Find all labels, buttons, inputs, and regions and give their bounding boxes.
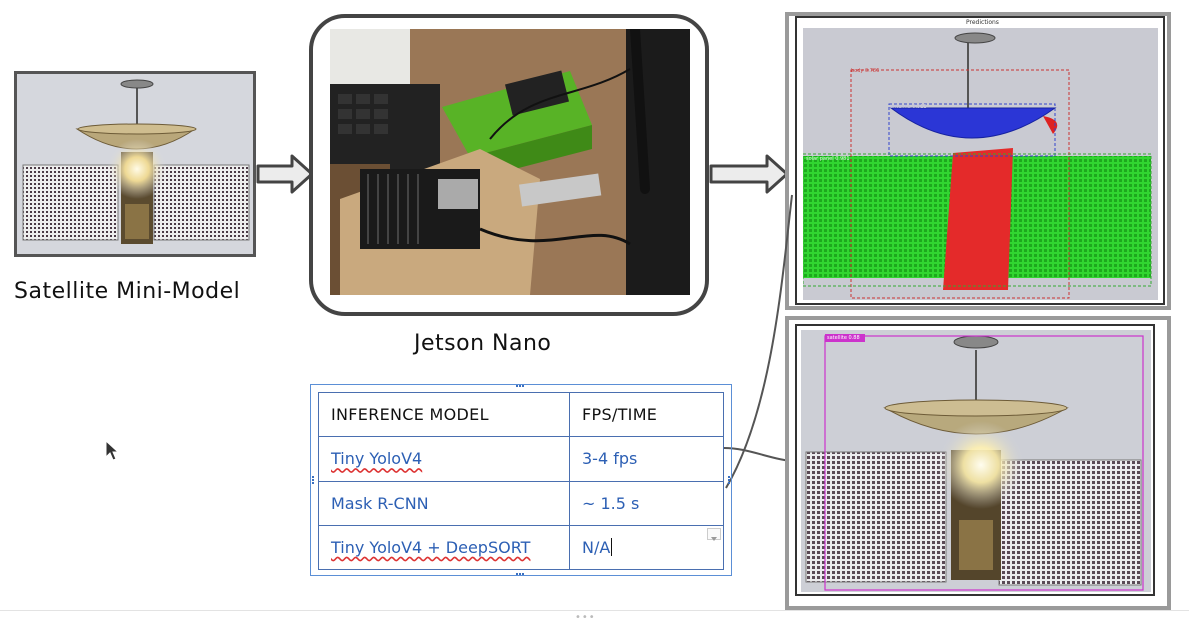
mask-label-body: body 0.786 xyxy=(851,68,880,74)
satellite-photo xyxy=(14,71,256,257)
arrow-right-icon xyxy=(709,154,789,194)
jetson-caption: Jetson Nano xyxy=(414,331,552,356)
page-divider xyxy=(0,610,1189,611)
text-caret xyxy=(611,537,613,556)
dropdown-icon xyxy=(711,537,717,541)
table-cell-model[interactable]: Tiny YoloV4 xyxy=(318,436,570,482)
table-cell-value[interactable]: N/A xyxy=(569,524,724,571)
model-text: Tiny YoloV4 xyxy=(331,449,423,469)
model-text: Tiny YoloV4 + DeepSORT xyxy=(331,537,531,557)
table-row: Mask R-CNN ~ 1.5 s xyxy=(318,480,724,526)
mask-rcnn-image xyxy=(803,28,1158,300)
jetson-photo xyxy=(330,29,690,295)
tracking-image xyxy=(801,330,1151,592)
mask-label-antenna: antenna 0.922 xyxy=(890,104,927,110)
table-cell-model[interactable]: Mask R-CNN xyxy=(318,480,570,526)
arrow-right-icon xyxy=(256,154,314,194)
table-header-row: INFERENCE MODEL FPS/TIME xyxy=(318,391,724,438)
resize-handle-bottom[interactable] xyxy=(516,573,524,578)
table-selection-frame[interactable] xyxy=(310,384,732,576)
header-fps-time[interactable]: FPS/TIME xyxy=(569,391,724,438)
satellite-caption: Satellite Mini-Model xyxy=(14,279,241,304)
resize-handle-top[interactable] xyxy=(516,385,524,390)
predictions-title: Predictions xyxy=(966,19,999,26)
table-row: Tiny YoloV4 + DeepSORT N/A xyxy=(318,524,724,571)
table-cell-model[interactable]: Tiny YoloV4 + DeepSORT xyxy=(318,524,570,571)
table-cell-value[interactable]: 3-4 fps xyxy=(569,436,724,482)
resize-handle-right[interactable] xyxy=(728,476,733,484)
mouse-pointer-icon xyxy=(105,440,119,461)
inference-table[interactable]: INFERENCE MODEL FPS/TIME Tiny YoloV4 3-4… xyxy=(318,391,724,571)
table-row: Tiny YoloV4 3-4 fps xyxy=(318,436,724,482)
cell-dropdown-button[interactable] xyxy=(707,528,721,541)
mask-label-solar: solar panel 0.981 xyxy=(806,156,850,162)
value-text: N/A xyxy=(582,537,611,557)
tracking-label: satellite 0.88 xyxy=(827,335,860,341)
table-cell-value[interactable]: ~ 1.5 s xyxy=(569,480,724,526)
resize-handle-left[interactable] xyxy=(312,476,317,484)
drag-handle-icon[interactable]: ••• xyxy=(575,612,596,623)
header-inference-model[interactable]: INFERENCE MODEL xyxy=(318,391,570,438)
